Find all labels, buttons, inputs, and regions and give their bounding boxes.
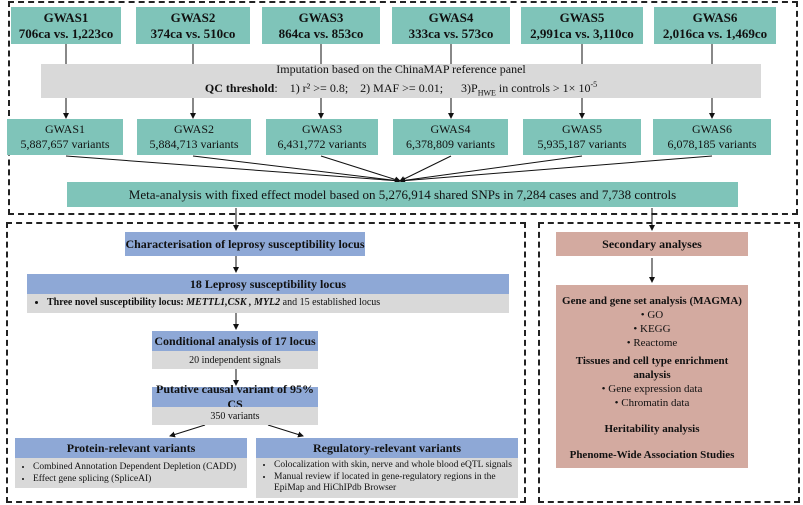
conditional-title-box: Conditional analysis of 17 locus xyxy=(152,331,318,351)
gene-set-title: Gene and gene set analysis (MAGMA) xyxy=(562,295,742,307)
loci-detail-box: Three novel susceptibility locus: METTL1… xyxy=(27,294,509,313)
protein-title: Protein-relevant variants xyxy=(66,440,196,455)
gwas-name: GWAS5 xyxy=(559,9,605,25)
right-region xyxy=(538,222,800,503)
gwas-box-1: GWAS1 706ca vs. 1,223co xyxy=(11,7,121,44)
gwas-cases: 2,991ca vs. 3,110co xyxy=(530,25,634,41)
gwas-box-6: GWAS6 2,016ca vs. 1,469co xyxy=(654,7,776,44)
tissue-item-chromatin: • Chromatin data xyxy=(614,397,690,409)
loci-title-box: 18 Leprosy susceptibility locus xyxy=(27,274,509,294)
gwas-box-2: GWAS2 374ca vs. 510co xyxy=(136,7,250,44)
gwas-name: GWAS4 xyxy=(428,9,474,25)
qc-item-3: 3)PHWE in controls > 1× 10-5 xyxy=(461,79,598,98)
gene-set-item-go: • GO xyxy=(640,309,664,321)
variants-box-1: GWAS1 5,887,657 variants xyxy=(7,119,123,155)
tissue-title: Tissues and cell type enrichment analysi… xyxy=(575,355,729,381)
gwas-cases: 864ca vs. 853co xyxy=(278,25,364,41)
gwas-name: GWAS3 xyxy=(298,9,344,25)
imputation-title: Imputation based on the ChinaMAP referen… xyxy=(276,61,526,76)
characterisation-box: Characterisation of leprosy susceptibili… xyxy=(125,232,365,256)
qc-label: QC threshold xyxy=(204,80,275,95)
gene-set-item-kegg: • KEGG xyxy=(633,323,671,335)
causal-title-box: Putative causal variant of 95% CS xyxy=(152,382,318,411)
variants-count: 6,431,772 variants xyxy=(277,137,367,151)
secondary-detail-box: Gene and gene set analysis (MAGMA) • GO … xyxy=(556,285,748,468)
protein-item-1: Combined Annotation Dependent Depletion … xyxy=(33,461,243,473)
heritability-title: Heritability analysis xyxy=(604,423,700,435)
variants-count: 5,884,713 variants xyxy=(149,137,239,151)
regulatory-item-2: Manual review if located in gene-regulat… xyxy=(274,472,514,495)
variants-box-3: GWAS3 6,431,772 variants xyxy=(266,119,378,155)
meta-analysis-text: Meta-analysis with fixed effect model ba… xyxy=(128,186,677,202)
conditional-sub-box: 20 independent signals xyxy=(152,351,318,369)
tissue-item-expression: • Gene expression data xyxy=(601,383,703,395)
characterisation-text: Characterisation of leprosy susceptibili… xyxy=(125,236,365,251)
variants-box-4: GWAS4 6,378,809 variants xyxy=(393,119,508,155)
gene-set-item-reactome: • Reactome xyxy=(626,337,678,349)
variants-count: 6,078,185 variants xyxy=(667,137,757,151)
variants-name: GWAS2 xyxy=(173,122,214,136)
loci-title: 18 Leprosy susceptibility locus xyxy=(189,276,347,291)
variants-name: GWAS4 xyxy=(430,122,471,136)
variants-name: GWAS5 xyxy=(561,122,602,136)
gwas-name: GWAS1 xyxy=(43,9,89,25)
conditional-title: Conditional analysis of 17 locus xyxy=(154,333,316,348)
conditional-sub: 20 independent signals xyxy=(189,354,281,366)
left-region xyxy=(6,222,526,503)
gwas-cases: 374ca vs. 510co xyxy=(150,25,236,41)
phewas-title: Phenome-Wide Association Studies xyxy=(569,449,735,461)
qc-item-1: 1) r² >= 0.8; xyxy=(289,80,349,95)
variants-name: GWAS6 xyxy=(691,122,732,136)
qc-item-2: 2) MAF >= 0.01; xyxy=(360,80,444,95)
imputation-box: Imputation based on the ChinaMAP referen… xyxy=(41,61,761,98)
gwas-box-3: GWAS3 864ca vs. 853co xyxy=(262,7,380,44)
secondary-analyses-box: Secondary analyses xyxy=(556,232,748,256)
gwas-cases: 333ca vs. 573co xyxy=(408,25,494,41)
gwas-box-4: GWAS4 333ca vs. 573co xyxy=(392,7,510,44)
protein-item-2: Effect gene splicing (SpliceAI) xyxy=(33,473,243,485)
regulatory-title-box: Regulatory-relevant variants xyxy=(256,438,518,458)
gwas-box-5: GWAS5 2,991ca vs. 3,110co xyxy=(521,7,643,44)
causal-sub-box: 350 variants xyxy=(152,407,318,425)
variants-count: 5,935,187 variants xyxy=(537,137,627,151)
variants-name: GWAS3 xyxy=(301,122,342,136)
regulatory-list-box: Colocalization with skin, nerve and whol… xyxy=(256,458,518,498)
variants-count: 5,887,657 variants xyxy=(20,137,110,151)
protein-list-box: Combined Annotation Dependent Depletion … xyxy=(15,458,247,488)
regulatory-item-1: Colocalization with skin, nerve and whol… xyxy=(274,460,514,472)
gwas-cases: 706ca vs. 1,223co xyxy=(18,25,114,41)
top-region xyxy=(8,1,798,215)
variants-box-6: GWAS6 6,078,185 variants xyxy=(653,119,771,155)
variants-name: GWAS1 xyxy=(44,122,85,136)
variants-box-5: GWAS5 5,935,187 variants xyxy=(523,119,641,155)
protein-title-box: Protein-relevant variants xyxy=(15,438,247,458)
meta-analysis-box: Meta-analysis with fixed effect model ba… xyxy=(67,182,738,207)
novel-loci-item: Three novel susceptibility locus: METTL1… xyxy=(47,297,503,308)
qc-threshold-line: QC threshold: 1) r² >= 0.8; 2) MAF >= 0.… xyxy=(204,79,598,98)
gwas-cases: 2,016ca vs. 1,469co xyxy=(662,25,768,41)
gwas-name: GWAS2 xyxy=(170,9,216,25)
regulatory-title: Regulatory-relevant variants xyxy=(312,440,462,455)
gwas-name: GWAS6 xyxy=(692,9,738,25)
secondary-analyses-text: Secondary analyses xyxy=(602,236,702,251)
variants-count: 6,378,809 variants xyxy=(406,137,495,151)
causal-sub: 350 variants xyxy=(210,410,260,422)
variants-box-2: GWAS2 5,884,713 variants xyxy=(137,119,251,155)
